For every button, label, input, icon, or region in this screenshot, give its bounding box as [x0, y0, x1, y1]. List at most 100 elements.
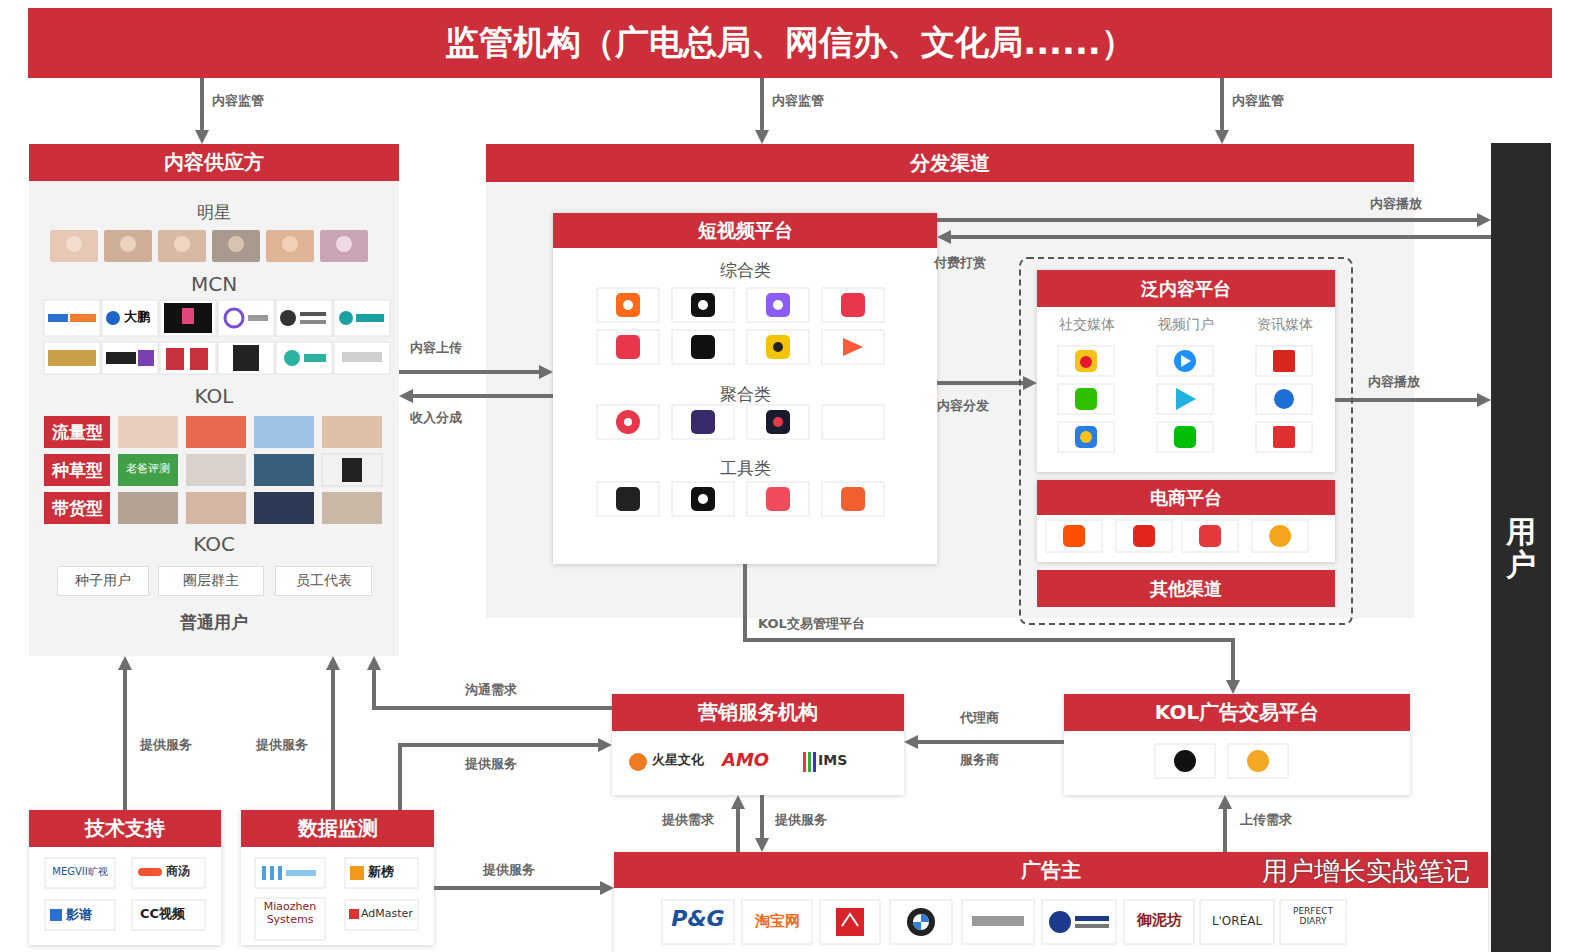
decor-rect — [962, 900, 1034, 944]
connector-arrow — [736, 809, 740, 852]
decor-path — [842, 914, 858, 926]
decor-rect — [50, 909, 62, 921]
decor-rect — [1228, 744, 1288, 778]
decor-rect — [118, 492, 178, 524]
decor-rect — [766, 335, 790, 359]
decor-rect — [334, 300, 390, 336]
connector-arrow — [123, 670, 127, 810]
decor-circle — [1269, 525, 1291, 547]
decor-g — [1046, 520, 1308, 552]
decor-rect — [1182, 520, 1238, 552]
decor-rect — [248, 315, 268, 321]
node-label: 种草型 — [52, 459, 103, 482]
decor-rect — [1063, 525, 1085, 547]
connector-arrow — [1223, 809, 1227, 852]
decor-ellipse — [1231, 868, 1253, 884]
decor-rect — [356, 314, 384, 322]
decor-rect — [972, 916, 1024, 926]
decor-rect — [841, 293, 865, 317]
node-box: 泛内容平台社交媒体视频门户资讯媒体 — [1037, 270, 1335, 472]
free-label: 淘宝网 — [744, 912, 810, 930]
header-band: 分发渠道 — [486, 144, 1414, 182]
decor-rect — [254, 416, 314, 448]
decor-rect — [286, 870, 316, 876]
decor-rect — [190, 348, 208, 370]
section-heading: 普通用户 — [29, 612, 399, 632]
edge-label: 内容上传 — [410, 340, 462, 356]
header-band: 内容供应方 — [29, 144, 399, 181]
free-label: 影谱 — [66, 907, 92, 923]
decor-ellipse — [1213, 856, 1239, 876]
decor-rect — [158, 230, 206, 262]
decor-rect — [138, 868, 162, 876]
decor-rect — [322, 454, 382, 486]
decor-rect — [1273, 350, 1295, 372]
decor-rect — [118, 416, 178, 448]
decor-rect — [45, 858, 115, 888]
decor-rect — [45, 900, 115, 930]
connector-arrow — [331, 670, 335, 810]
section-heading: 工具类 — [553, 458, 937, 478]
decor-circle — [1174, 350, 1196, 372]
free-label: PERFECT DIARY — [1282, 906, 1344, 927]
decor-circle — [1274, 389, 1294, 409]
decor-rect — [164, 303, 212, 333]
free-label: L'ORÉAL — [1202, 914, 1272, 928]
decor-g — [50, 230, 368, 262]
section-heading: MCN — [29, 272, 399, 296]
node-label: 圈层群主 — [183, 572, 239, 590]
decor-rect — [1174, 426, 1196, 448]
section-heading: 聚合类 — [553, 384, 937, 404]
decor-rect — [70, 314, 96, 322]
header-band: 泛内容平台 — [1037, 270, 1335, 307]
decor-rect — [254, 492, 314, 524]
decor-g — [48, 303, 384, 371]
decor-rect — [1256, 346, 1312, 376]
decor-rect — [766, 293, 790, 317]
edge-label: 收入分成 — [410, 410, 462, 426]
decor-rect — [1075, 924, 1109, 928]
decor-rect — [841, 487, 865, 511]
connector-arrow — [745, 564, 1233, 680]
node-label: 其他渠道 — [1150, 577, 1222, 601]
connector-arrow — [399, 370, 539, 374]
node-box: 流量型 — [44, 416, 110, 448]
free-label: CC视频 — [140, 906, 185, 922]
decor-circle — [228, 236, 244, 252]
section-heading: 明星 — [29, 202, 399, 222]
decor-g — [1063, 525, 1291, 547]
decor-rect — [691, 335, 715, 359]
decor-rect — [742, 900, 812, 944]
decor-rect — [102, 342, 158, 374]
connector-arrow — [400, 745, 598, 810]
node-box: 分发渠道短视频平台综合类聚合类工具类泛内容平台社交媒体视频门户资讯媒体电商平台其… — [486, 144, 1414, 618]
decor-path — [1176, 388, 1196, 410]
decor-rect — [822, 330, 884, 364]
decor-rect — [1252, 520, 1308, 552]
decor-rect — [48, 314, 68, 322]
edge-label: 提供需求 — [662, 812, 714, 828]
decor-rect — [262, 866, 266, 880]
decor-rect — [691, 293, 715, 317]
decor-rect — [1058, 422, 1114, 452]
decor-rect — [212, 230, 260, 262]
decor-circle — [1174, 750, 1196, 772]
decor-rect — [349, 909, 359, 919]
edge-label: 提供服务 — [140, 737, 192, 753]
decor-rect — [186, 454, 246, 486]
decor-rect — [822, 482, 884, 516]
node-box: 圈层群主 — [158, 566, 264, 596]
edge-label: 内容播放 — [1368, 374, 1420, 390]
decor-rect — [118, 454, 178, 486]
decor-circle — [616, 410, 640, 434]
decor-rect — [350, 866, 364, 880]
edge-label: KOL交易管理平台 — [758, 616, 865, 632]
decor-rect — [616, 293, 640, 317]
edge-label: 内容播放 — [1370, 196, 1422, 212]
edge-label: 提供服务 — [483, 862, 535, 878]
connector-arrow — [1335, 398, 1477, 402]
decor-rect — [1058, 384, 1114, 414]
free-label: AdMaster — [361, 907, 413, 920]
decor-rect — [255, 898, 325, 940]
